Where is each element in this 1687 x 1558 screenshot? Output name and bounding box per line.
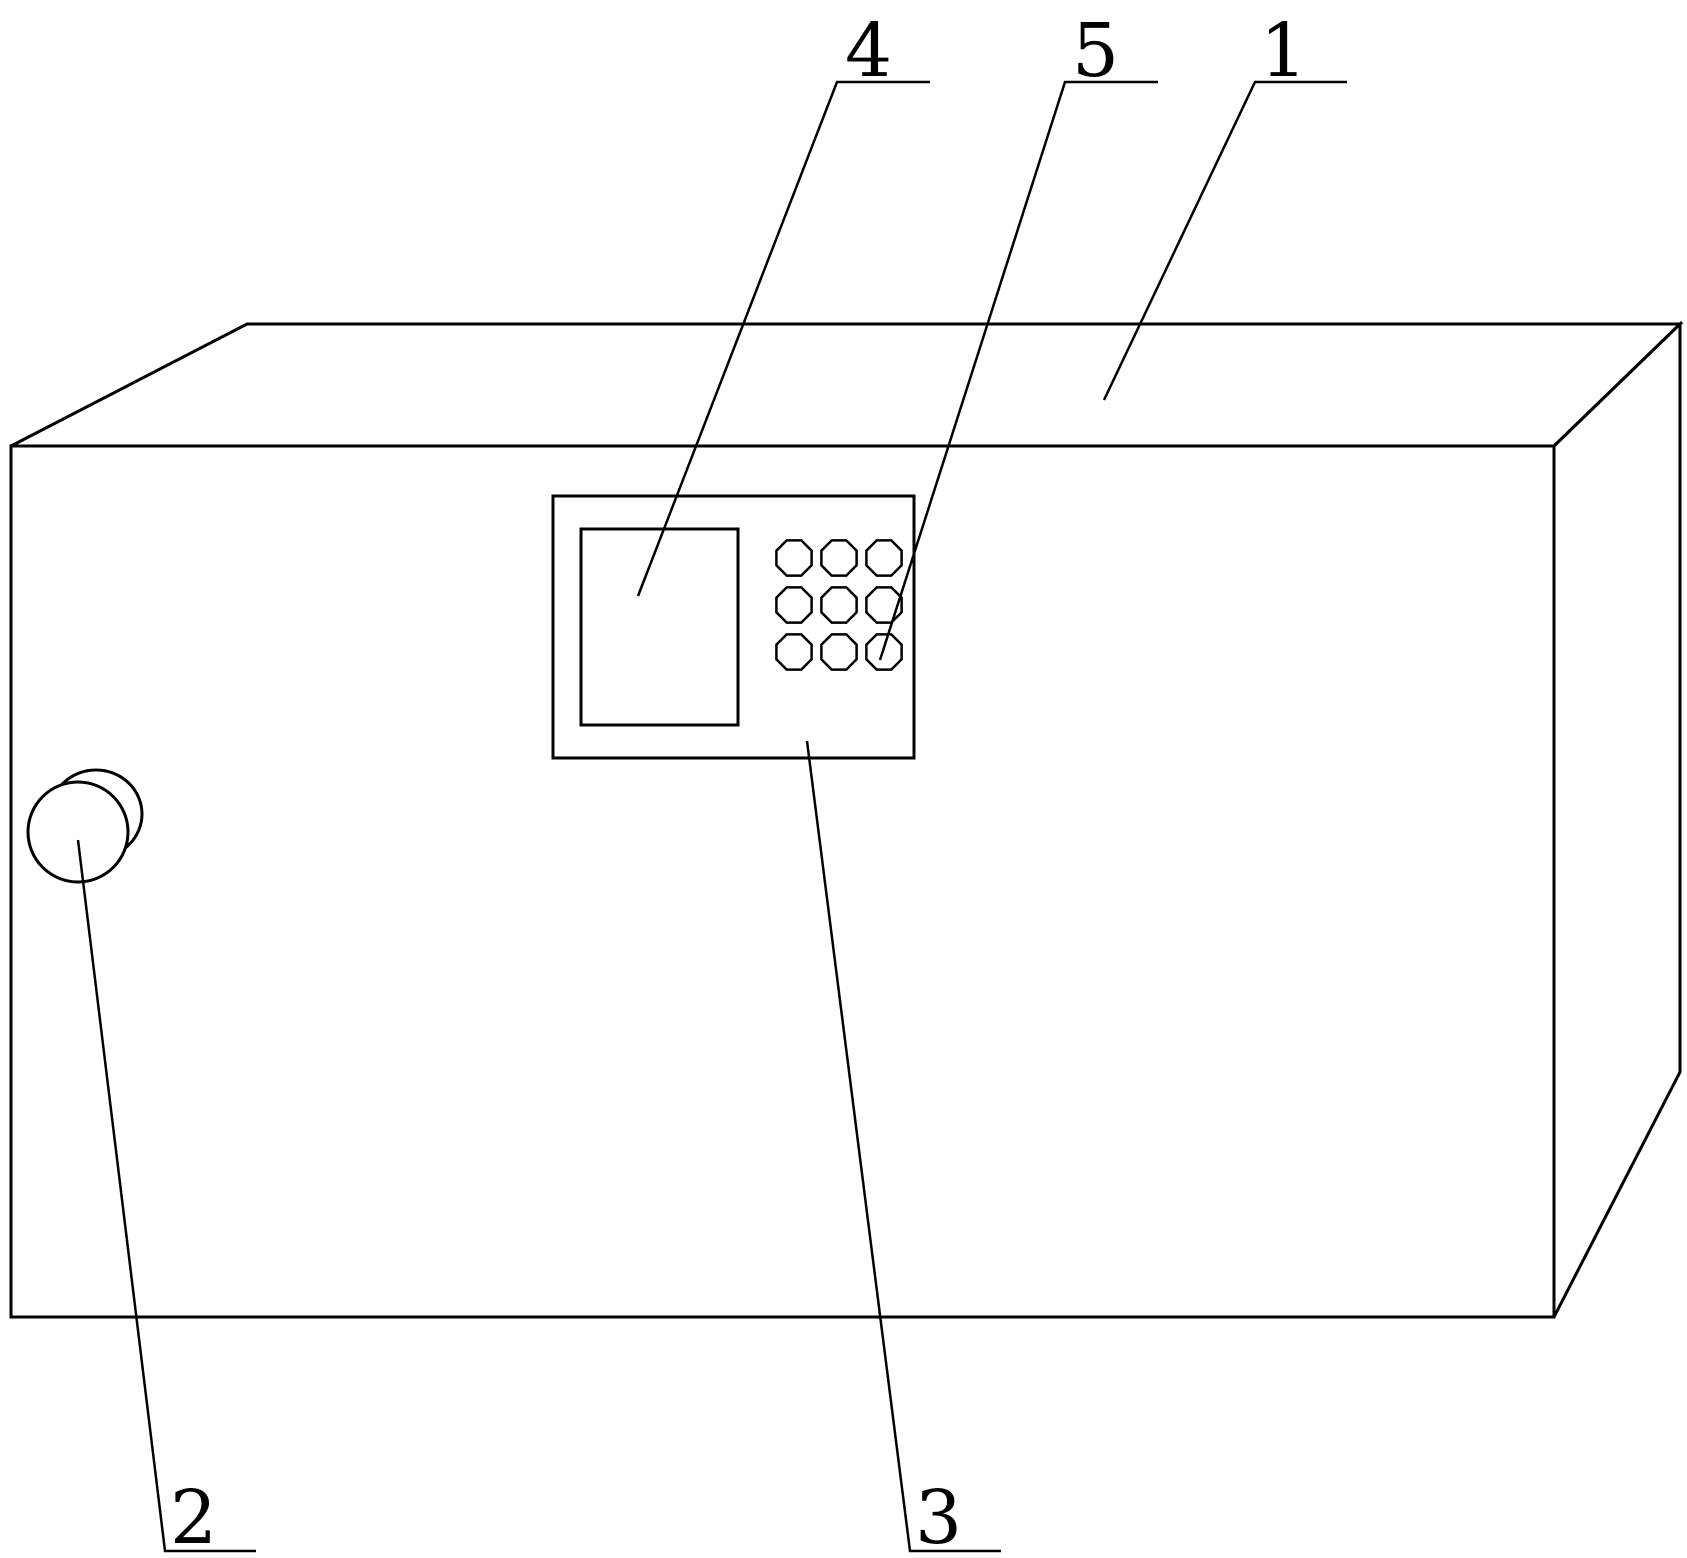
keypad-button <box>865 633 903 671</box>
housing-front-face <box>9 444 1556 1319</box>
housing-top-face <box>10 322 1684 448</box>
control-panel-frame <box>551 494 916 760</box>
control-panel <box>551 494 916 760</box>
leader-line-3 <box>805 740 1001 1553</box>
leader-line-5 <box>878 80 1158 661</box>
leader-lines <box>76 80 1347 1553</box>
keypad-button <box>775 539 813 577</box>
leader-line-2 <box>76 839 256 1553</box>
knob <box>26 768 144 884</box>
label-3: 3 <box>915 1475 962 1558</box>
keypad-button <box>775 586 813 624</box>
leader-line-4 <box>636 80 930 597</box>
keypad-button <box>820 633 858 671</box>
knob-front-face <box>26 780 130 884</box>
label-1: 1 <box>1260 8 1307 94</box>
keypad-button <box>775 633 813 671</box>
label-4: 4 <box>845 8 892 94</box>
leader-line-1 <box>1102 80 1347 401</box>
label-5: 5 <box>1072 8 1119 94</box>
label-2: 2 <box>170 1475 217 1558</box>
keypad-button <box>865 539 903 577</box>
housing <box>9 320 1684 1319</box>
keypad-button <box>820 586 858 624</box>
keypad <box>775 539 903 671</box>
keypad-button <box>820 539 858 577</box>
keypad-button <box>865 586 903 624</box>
housing-side-face <box>1552 320 1682 1318</box>
reference-numerals: 1 2 3 4 5 <box>170 8 1307 1558</box>
display-screen <box>579 527 740 727</box>
